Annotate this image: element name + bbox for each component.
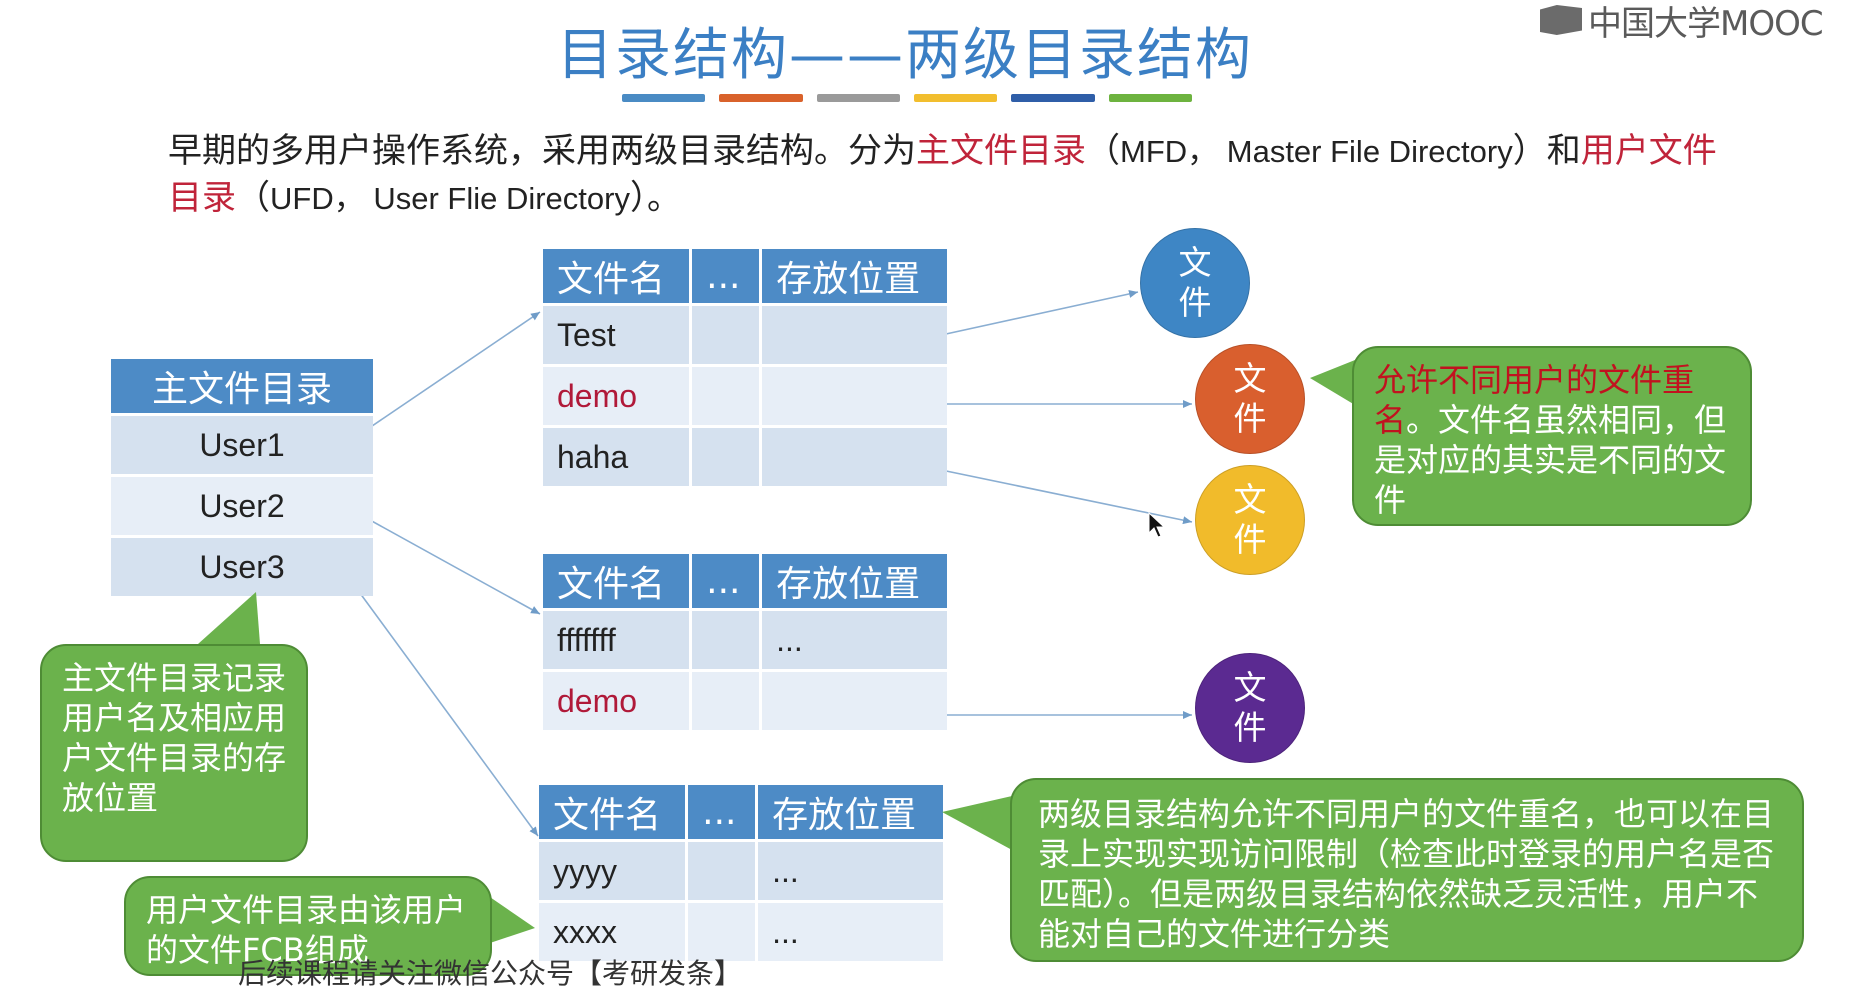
- table-row: yyyy ...: [539, 842, 943, 900]
- arrow-user1-to-ufd1: [349, 311, 541, 442]
- col-filename: 文件名: [539, 785, 686, 839]
- cell-ellipsis: [692, 306, 760, 364]
- cell-location: ...: [762, 611, 947, 669]
- intro-text: （: [236, 178, 270, 218]
- intro-highlight-mfd: 主文件目录: [916, 131, 1086, 171]
- mfd-row-user1: User1: [111, 416, 373, 474]
- title-bar: [816, 94, 900, 102]
- page-title: 目录结构——两级目录结构: [557, 23, 1253, 88]
- cell-location: [762, 306, 947, 364]
- master-file-directory-table: 主文件目录 User1 User2 User3: [108, 356, 376, 599]
- file-circle-yellow: 文 件: [1195, 465, 1305, 575]
- callout-tail: [1310, 360, 1355, 405]
- user-file-directory-3: 文件名 ... 存放位置 yyyy ... xxxx ...: [536, 782, 946, 964]
- file-circle-label: 件: [1233, 520, 1267, 559]
- cell-filename: haha: [543, 428, 690, 486]
- file-circle-purple: 文 件: [1195, 653, 1305, 763]
- col-ellipsis: ...: [692, 249, 760, 303]
- intro-paragraph: 早期的多用户操作系统，采用两级目录结构。分为主文件目录（MFD， Master …: [168, 128, 1728, 222]
- cell-ellipsis: [688, 903, 756, 961]
- intro-text: （: [1086, 131, 1120, 171]
- cell-location: ...: [758, 903, 943, 961]
- mooc-logo-text: 中国大学MOOC: [1588, 3, 1824, 44]
- arrow-test-to-file: [913, 290, 1139, 342]
- table-row: fffffff ...: [543, 611, 947, 669]
- callout-same-name: 允许不同用户的文件重名。文件名虽然相同，但是对应的其实是不同的文件: [1352, 346, 1752, 526]
- col-filename: 文件名: [543, 554, 690, 608]
- user-file-directory-2: 文件名 ... 存放位置 fffffff ... demo: [540, 551, 950, 733]
- col-location: 存放位置: [762, 554, 947, 608]
- cell-ellipsis: [692, 611, 760, 669]
- title-bar: [913, 94, 998, 102]
- cell-location: [762, 672, 947, 730]
- title-bar: [1011, 94, 1095, 102]
- cell-filename: xxxx: [539, 903, 686, 961]
- col-ellipsis: ...: [692, 554, 760, 608]
- cell-filename: Test: [543, 306, 690, 364]
- callout-tail: [198, 592, 260, 644]
- intro-highlight-ufd: 用户文件目录: [168, 131, 1717, 218]
- callout-summary: 两级目录结构允许不同用户的文件重名，也可以在目录上实现实现访问限制（检查此时登录…: [1010, 778, 1804, 962]
- cell-filename: demo: [543, 672, 690, 730]
- callout-text: 。文件名虽然相同，但是对应的其实是不同的文件: [1374, 401, 1727, 519]
- callout-mfd: 主文件目录记录用户名及相应用户文件目录的存放位置: [40, 644, 308, 862]
- file-circle-label: 文: [1233, 359, 1267, 398]
- callout-tail: [942, 796, 1012, 850]
- callout-tail: [484, 893, 535, 945]
- table-row: demo: [543, 672, 947, 730]
- callout-ufd: 用户文件目录由该用户的文件FCB组成: [124, 876, 492, 976]
- col-location: 存放位置: [758, 785, 943, 839]
- mfd-header: 主文件目录: [111, 359, 373, 413]
- callout-highlight: 允许不同用户的文件重名: [1374, 361, 1695, 439]
- table-row: Test: [543, 306, 947, 364]
- file-circle-label: 件: [1178, 283, 1212, 322]
- user-file-directory-1: 文件名 ... 存放位置 Test demo haha: [540, 246, 950, 489]
- col-filename: 文件名: [543, 249, 690, 303]
- mooc-logo-icon: [1540, 5, 1582, 35]
- table-row: xxxx ...: [539, 903, 943, 961]
- file-circle-label: 文: [1233, 668, 1267, 707]
- cell-filename: yyyy: [539, 842, 686, 900]
- col-location: 存放位置: [762, 249, 947, 303]
- intro-text: ）。: [629, 178, 681, 218]
- arrow-user2-to-ufd2: [349, 508, 541, 615]
- intro-text: ）和: [1512, 131, 1581, 171]
- intro-mfd-english: MFD， Master File Directory: [1120, 134, 1513, 169]
- mouse-cursor-icon: [1148, 512, 1166, 538]
- mfd-row-user3: User3: [111, 538, 373, 596]
- cell-filename: demo: [543, 367, 690, 425]
- file-circle-blue: 文 件: [1140, 228, 1250, 338]
- watermark: 后续课程请关注微信公众号【考研发条】: [238, 957, 743, 990]
- cell-ellipsis: [688, 842, 756, 900]
- file-circle-label: 件: [1233, 708, 1267, 747]
- cell-location: [762, 428, 947, 486]
- cell-location: ...: [758, 842, 943, 900]
- table-row: demo: [543, 367, 947, 425]
- file-circle-label: 件: [1233, 399, 1267, 438]
- intro-ufd-english: UFD， User Flie Directory: [270, 181, 630, 216]
- title-bar: [622, 94, 706, 102]
- table-row: haha: [543, 428, 947, 486]
- title-color-bars: [622, 94, 1192, 102]
- cell-ellipsis: [692, 367, 760, 425]
- file-circle-orange: 文 件: [1195, 344, 1305, 454]
- title-bar: [719, 94, 803, 102]
- cell-ellipsis: [692, 428, 760, 486]
- intro-text: 早期的多用户操作系统，采用两级目录结构。分为: [168, 131, 916, 171]
- cell-filename: fffffff: [543, 611, 690, 669]
- cell-location: [762, 367, 947, 425]
- file-circle-label: 文: [1233, 480, 1267, 519]
- arrow-haha-to-file: [921, 465, 1193, 525]
- file-circle-label: 文: [1178, 243, 1212, 282]
- arrow-user3-to-ufd3: [345, 573, 539, 837]
- cell-ellipsis: [692, 672, 760, 730]
- mfd-row-user2: User2: [111, 477, 373, 535]
- title-bar: [1108, 94, 1192, 102]
- col-ellipsis: ...: [688, 785, 756, 839]
- mooc-logo: 中国大学MOOC: [1540, 0, 1824, 44]
